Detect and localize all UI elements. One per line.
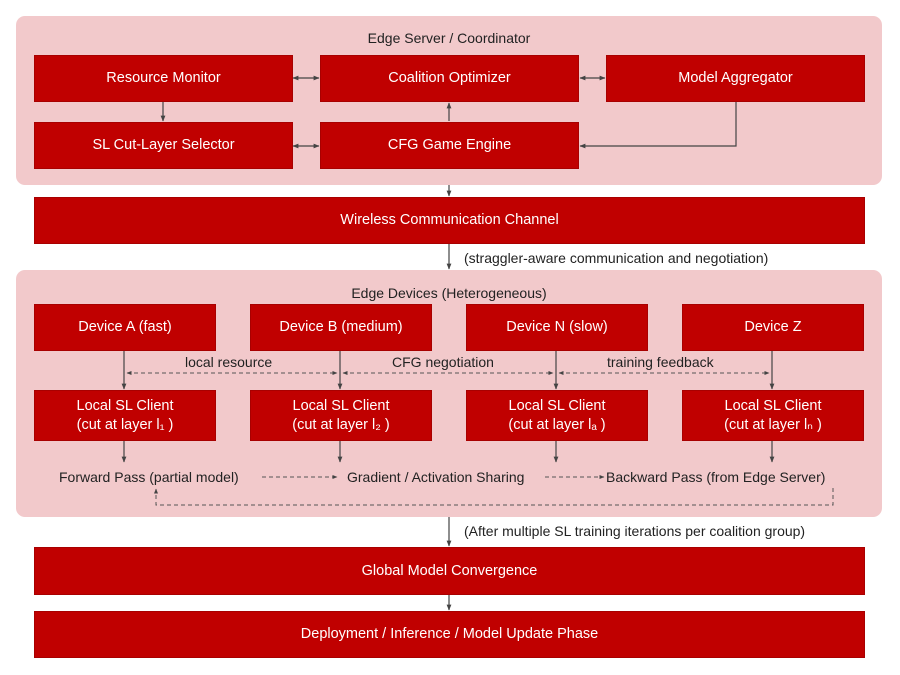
cfg-game-engine-label: CFG Game Engine [387,137,512,153]
cut-layer-selector-label: SL Cut-Layer Selector [92,137,235,153]
device-b-box: Device B (medium) [250,304,432,351]
coalition-optimizer-label: Coalition Optimizer [388,70,511,86]
cut-layer-selector-box: SL Cut-Layer Selector [34,122,293,169]
wireless-channel-label: Wireless Communication Channel [340,212,559,228]
deployment-phase-label: Deployment / Inference / Model Update Ph… [300,626,599,642]
gradient-sharing-label: Gradient / Activation Sharing [347,469,525,485]
edge-server-title: Edge Server / Coordinator [367,30,531,46]
forward-pass-label: Forward Pass (partial model) [59,469,239,485]
device-n-box: Device N (slow) [466,304,648,351]
channel-note: (straggler-aware communication and negot… [464,250,769,266]
client-b-title: Local SL Client [292,397,390,414]
device-z-label: Device Z [744,319,802,335]
local-sl-client-z: Local SL Client (cut at layer lₙ ) [682,390,864,441]
feedback-loop-dashed-arrow [154,488,834,506]
backward-pass-label: Backward Pass (from Edge Server) [606,469,826,485]
model-aggregator-box: Model Aggregator [606,55,865,102]
device-z-box: Device Z [682,304,864,351]
deployment-phase-box: Deployment / Inference / Model Update Ph… [34,611,865,658]
aggregator-engine-arrow [579,102,737,149]
local-resource-label: local resource [185,354,273,370]
device-a-box: Device A (fast) [34,304,216,351]
wireless-channel-box: Wireless Communication Channel [34,197,865,244]
client-n-cut: (cut at layer lₐ ) [508,416,606,433]
cfg-negotiation-label: CFG negotiation [392,354,494,370]
cfg-game-engine-box: CFG Game Engine [320,122,579,169]
client-z-cut: (cut at layer lₙ ) [724,416,822,433]
client-a-title: Local SL Client [76,397,174,414]
global-convergence-box: Global Model Convergence [34,547,865,595]
coalition-optimizer-box: Coalition Optimizer [320,55,579,102]
local-sl-client-b: Local SL Client (cut at layer l₂ ) [250,390,432,441]
client-b-cut: (cut at layer l₂ ) [292,416,390,433]
edge-devices-title: Edge Devices (Heterogeneous) [351,285,547,301]
iterations-note: (After multiple SL training iterations p… [464,523,806,539]
client-a-cut: (cut at layer l₁ ) [76,416,174,433]
client-z-title: Local SL Client [724,397,822,414]
client-n-title: Local SL Client [508,397,606,414]
device-n-label: Device N (slow) [506,319,608,335]
resource-monitor-label: Resource Monitor [106,70,221,86]
resource-monitor-box: Resource Monitor [34,55,293,102]
model-aggregator-label: Model Aggregator [678,70,793,86]
training-feedback-label: training feedback [607,354,714,370]
local-sl-client-a: Local SL Client (cut at layer l₁ ) [34,390,216,441]
device-b-label: Device B (medium) [279,319,403,335]
device-a-label: Device A (fast) [78,319,172,335]
local-sl-client-n: Local SL Client (cut at layer lₐ ) [466,390,648,441]
global-convergence-label: Global Model Convergence [361,562,538,579]
